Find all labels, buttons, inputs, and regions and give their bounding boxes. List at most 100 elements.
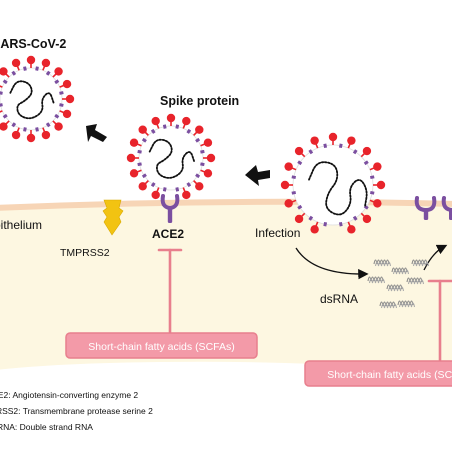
membrane-protein bbox=[11, 70, 17, 76]
membrane-protein bbox=[35, 66, 39, 71]
dsrna-icon bbox=[367, 259, 430, 309]
membrane-protein bbox=[323, 221, 328, 227]
membrane-protein bbox=[141, 173, 147, 179]
virus-label: SARS-CoV-2 bbox=[0, 37, 66, 51]
virus-particle-free bbox=[0, 55, 75, 143]
spike-protein bbox=[200, 169, 213, 178]
membrane-protein bbox=[291, 175, 297, 180]
membrane-protein bbox=[162, 187, 167, 192]
spike-protein bbox=[11, 127, 21, 140]
infection-label: Infection bbox=[255, 226, 300, 240]
inhibition-line-ace2 bbox=[157, 248, 183, 335]
epithelium-label: Epithelium bbox=[0, 218, 42, 232]
dsrna-strand bbox=[387, 286, 405, 292]
membrane-protein bbox=[59, 91, 64, 95]
membrane-protein bbox=[11, 122, 17, 128]
membrane-protein bbox=[195, 173, 201, 179]
membrane-protein bbox=[363, 160, 369, 166]
spike-protein bbox=[347, 221, 356, 234]
spike-protein bbox=[11, 58, 21, 71]
viral-rna bbox=[148, 138, 196, 179]
spike-protein bbox=[138, 180, 149, 191]
spike-protein bbox=[310, 221, 319, 234]
scfa-label-2: Short-chain fatty acids (SCFAs) bbox=[327, 369, 452, 381]
viral-rna bbox=[9, 80, 55, 120]
spike-protein bbox=[151, 116, 160, 129]
spike-protein bbox=[166, 113, 176, 126]
tmprss2-protease-icon bbox=[102, 199, 124, 236]
ace2-label: ACE2 bbox=[152, 227, 184, 241]
membrane-protein bbox=[308, 215, 314, 221]
ace2-receptor-icon bbox=[414, 196, 437, 220]
membrane-protein bbox=[0, 91, 3, 95]
membrane-protein bbox=[200, 149, 205, 154]
spike-protein bbox=[41, 127, 51, 140]
membrane-protein bbox=[297, 204, 303, 210]
spike-protein bbox=[52, 67, 63, 78]
spike-protein bbox=[0, 120, 10, 131]
ace2-receptor-icon bbox=[441, 196, 452, 220]
membrane-protein bbox=[352, 149, 358, 155]
spike-protein bbox=[41, 58, 51, 71]
membrane-protein bbox=[162, 124, 167, 129]
replication-arrow-icon bbox=[423, 244, 448, 271]
spike-protein bbox=[26, 130, 36, 143]
membrane-protein bbox=[297, 160, 303, 166]
epithelium-membrane bbox=[0, 198, 452, 211]
spike-protein bbox=[59, 109, 72, 119]
spike-protein bbox=[129, 169, 142, 178]
legend-tmprss2: TMPRSS2: Transmembrane protease serine 2 bbox=[0, 406, 153, 416]
spike-protein bbox=[200, 138, 213, 147]
spike-protein bbox=[294, 212, 306, 224]
dsrna-strand bbox=[380, 303, 398, 309]
spike-protein bbox=[26, 55, 36, 68]
spike-protein bbox=[59, 79, 72, 89]
scfa-label-1: Short-chain fatty acids (SCFAs) bbox=[88, 341, 234, 353]
dsrna-label: dsRNA bbox=[320, 292, 358, 306]
infection-arrow-icon bbox=[295, 247, 369, 280]
membrane-protein bbox=[323, 143, 328, 149]
membrane-protein bbox=[150, 182, 156, 188]
membrane-protein bbox=[338, 143, 343, 149]
scfa-pill-1: Short-chain fatty acids (SCFAs) bbox=[65, 332, 258, 359]
spike-protein bbox=[360, 212, 372, 224]
membrane-protein bbox=[186, 128, 192, 134]
membrane-protein bbox=[23, 66, 27, 71]
dsrna-strand bbox=[412, 261, 430, 267]
spike-protein bbox=[182, 116, 191, 129]
spike-protein bbox=[328, 132, 338, 145]
spike-protein bbox=[0, 110, 3, 113]
membrane-protein bbox=[54, 113, 60, 119]
membrane-protein bbox=[291, 190, 297, 195]
inhibition-line-dsrna bbox=[427, 279, 452, 363]
membrane-protein bbox=[186, 182, 192, 188]
spike-protein bbox=[151, 187, 160, 200]
spike-protein bbox=[360, 146, 372, 158]
spike-protein bbox=[138, 125, 149, 136]
dsrna-strand bbox=[407, 279, 425, 285]
dsrna-strand bbox=[398, 302, 416, 308]
membrane-protein bbox=[175, 124, 180, 129]
virus-particle-fusing bbox=[280, 132, 386, 234]
scfa-pill-2: Short-chain fatty acids (SCFAs) bbox=[304, 360, 452, 387]
spike-protein-label: Spike protein bbox=[160, 94, 239, 108]
legend-dsrna: dsRNA: Double strand RNA bbox=[0, 422, 93, 432]
membrane-protein bbox=[137, 149, 142, 154]
spike-protein bbox=[129, 138, 142, 147]
spike-protein bbox=[62, 94, 75, 104]
dsrna-strand bbox=[392, 269, 410, 275]
spike-protein bbox=[347, 136, 356, 149]
tmprss2-label: TMPRSS2 bbox=[60, 247, 110, 259]
membrane-protein bbox=[141, 137, 147, 143]
spike-protein bbox=[126, 153, 139, 163]
virus-particle-binding bbox=[126, 113, 216, 200]
membrane-protein bbox=[175, 187, 180, 192]
ace2-receptor-icon bbox=[160, 194, 180, 223]
spike-protein bbox=[294, 146, 306, 158]
spike-protein bbox=[182, 187, 191, 200]
spike-protein bbox=[310, 136, 319, 149]
spike-protein bbox=[284, 199, 297, 208]
spike-protein bbox=[373, 180, 386, 190]
membrane-protein bbox=[54, 79, 60, 85]
